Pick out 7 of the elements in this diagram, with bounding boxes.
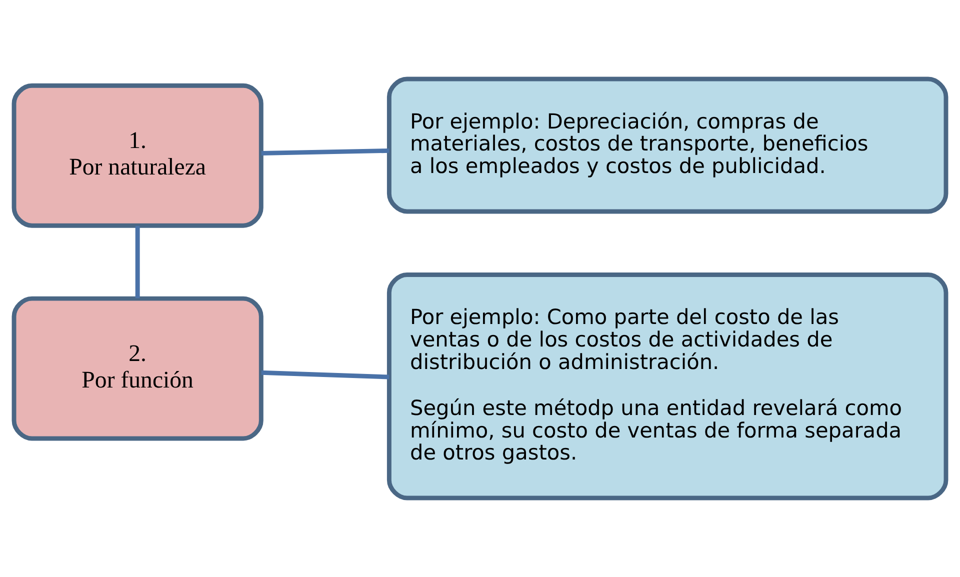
- node-box: Por ejemplo: Como parte del costo de las ventas o de los costos de actividades de distribución o administración. Según este métodp una entidad revelará como mínimo, su costo de ventas de forma separada de otros gastos.: [386, 272, 948, 500]
- node-box: 2. Por función: [12, 296, 264, 441]
- node-box: 1. Por naturaleza: [12, 83, 264, 228]
- connector: [135, 226, 140, 298]
- node-box: Por ejemplo: Depreciación, compras de materiales, costos de transporte, beneficios a los empleados y costos de publicidad.: [386, 76, 948, 214]
- connector: [261, 370, 390, 380]
- connector: [261, 148, 390, 156]
